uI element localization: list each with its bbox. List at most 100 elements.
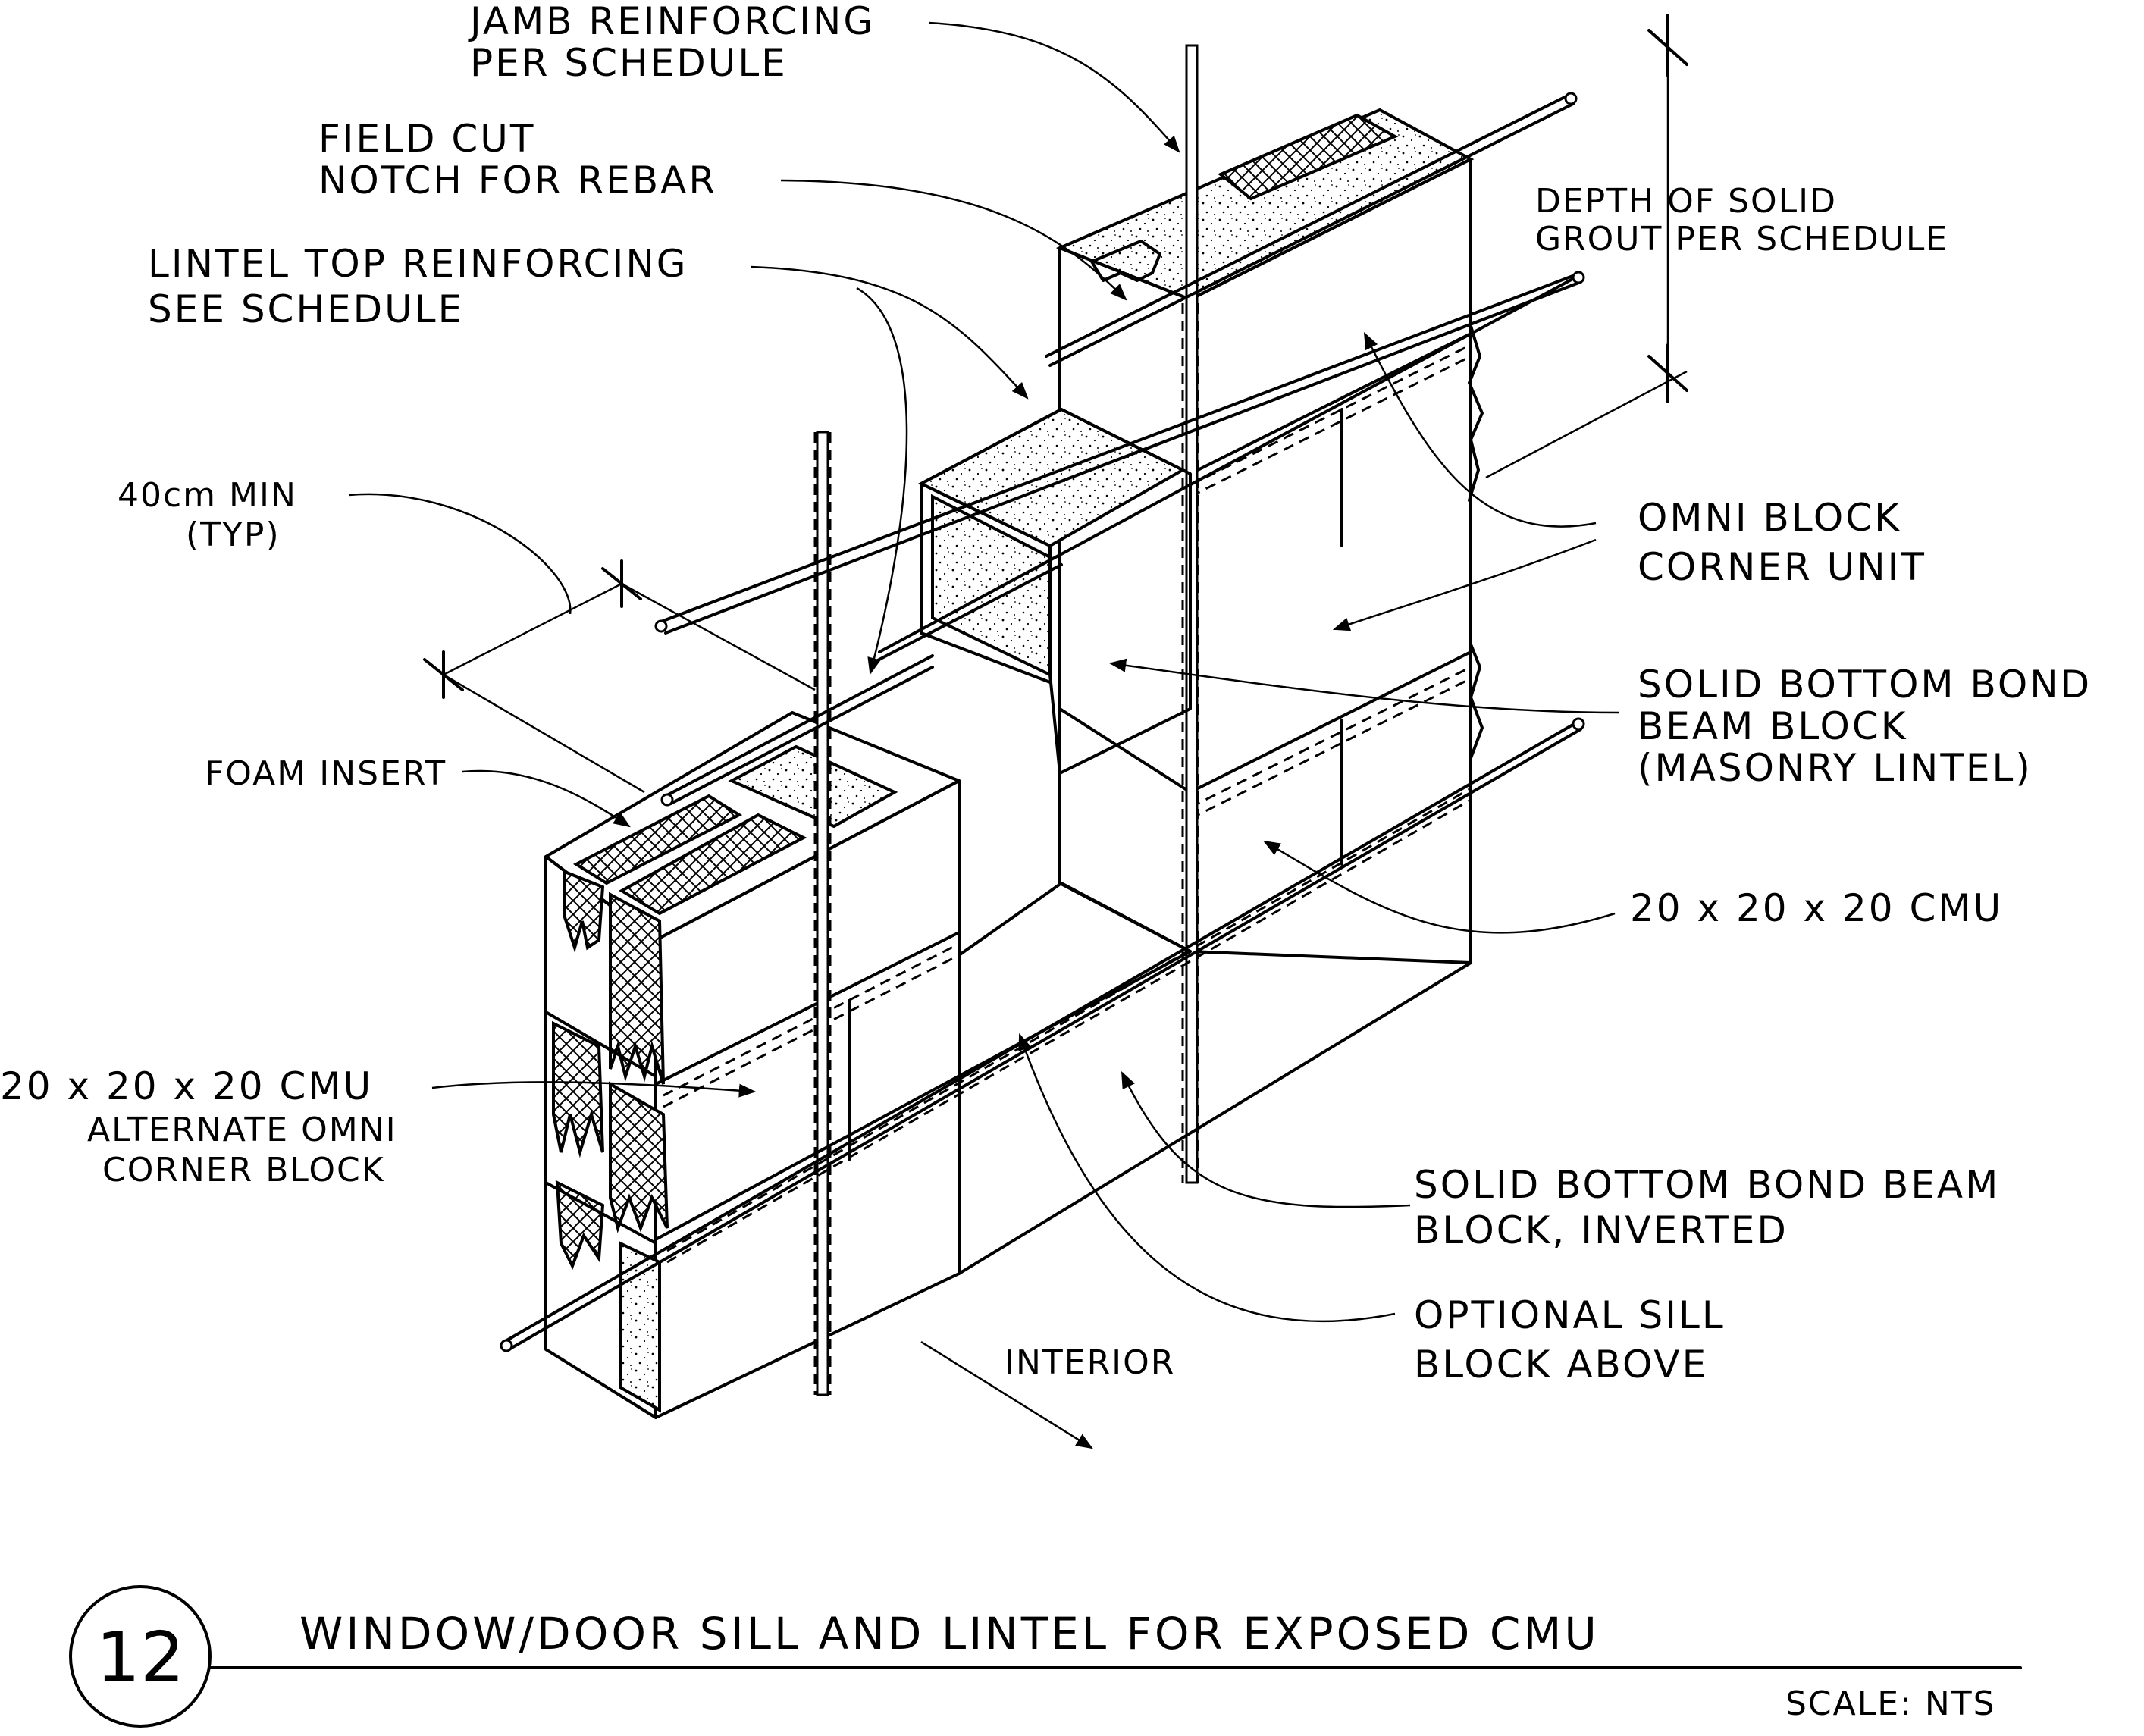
left-pier-grout-cell xyxy=(728,744,898,829)
label-cmu-alt-3: CORNER BLOCK xyxy=(102,1151,385,1189)
lintel-bar-through xyxy=(870,563,1063,665)
dim-tick xyxy=(1647,14,1688,77)
left-pier-foam-side-3 xyxy=(552,1020,604,1158)
break-line-right xyxy=(1468,324,1484,760)
label-cmu-alt-2: ALTERNATE OMNI xyxy=(87,1111,397,1149)
leader-40cm xyxy=(348,493,572,615)
right-wall-assembly xyxy=(1055,44,1484,1184)
course-line-side xyxy=(544,1181,657,1245)
rebar-end xyxy=(1572,271,1585,284)
sill-edge xyxy=(958,882,1192,957)
detail-number: 12 xyxy=(96,1617,184,1698)
sill-and-lower-wall xyxy=(654,779,1472,1275)
label-cmu-main: 20 x 20 x 20 CMU xyxy=(1630,886,2003,930)
dim-tick xyxy=(1647,343,1688,403)
lintel-top-rebar-2 xyxy=(664,280,1582,635)
course-line-side xyxy=(544,1011,657,1078)
leader-lintel-top-2 xyxy=(856,287,908,675)
label-lintel-2: SEE SCHEDULE xyxy=(148,287,464,331)
lintel-bottom-rebar xyxy=(664,654,934,797)
dim-tick xyxy=(423,650,464,699)
interior-arrow xyxy=(920,1340,1093,1449)
label-jamb-2: PER SCHEDULE xyxy=(470,41,788,85)
foam-insert-top xyxy=(1218,113,1399,201)
rebar-end xyxy=(660,793,674,807)
label-grout-2: GROUT PER SCHEDULE xyxy=(1535,220,1948,259)
label-bond-3: (MASONRY LINTEL) xyxy=(1638,746,2033,790)
leader-bond-beam xyxy=(1108,658,1619,714)
label-lintel-1: LINTEL TOP REINFORCING xyxy=(148,242,688,286)
rebar-end xyxy=(1572,717,1585,731)
rebar-end xyxy=(500,1339,513,1352)
left-jamb-rebar xyxy=(816,431,829,1396)
leader-omni-2 xyxy=(1332,538,1597,631)
hidden-rebar xyxy=(1190,677,1472,820)
dim-line xyxy=(443,582,622,676)
label-bond-2: BEAM BLOCK xyxy=(1638,704,1908,748)
hidden-sill-rebar xyxy=(666,787,1472,1252)
left-pier-grout-side xyxy=(619,1240,661,1413)
label-grout-1: DEPTH OF SOLID xyxy=(1535,182,1837,221)
course-line xyxy=(654,931,961,1086)
leader-cmu-alt xyxy=(431,1081,757,1098)
extension-line xyxy=(443,673,645,794)
label-bond-1: SOLID BOTTOM BOND xyxy=(1638,663,2092,707)
hidden-sill-rebar xyxy=(666,798,1472,1264)
sill-rebar-2 xyxy=(505,728,1582,1352)
course-line xyxy=(1189,650,1472,794)
label-min-1: 40cm MIN xyxy=(118,476,297,515)
rebar-end xyxy=(654,619,668,633)
lintel-top-rebar xyxy=(660,271,1582,623)
sill-course xyxy=(654,950,1192,1241)
left-pier-foam-side-5 xyxy=(555,1180,605,1270)
left-pier-foam-side-1 xyxy=(563,870,605,953)
left-pier-foam-top-2 xyxy=(619,813,807,916)
dimension-grout-depth xyxy=(1485,14,1688,479)
hidden-rebar xyxy=(663,942,960,1097)
right-wall-side-face xyxy=(1058,246,1192,953)
hidden-rebar xyxy=(663,954,960,1108)
label-foam: FOAM INSERT xyxy=(205,754,447,793)
top-rebar xyxy=(1045,93,1571,358)
leader-lintel-top xyxy=(750,265,1029,400)
dimension-40cm xyxy=(423,559,816,794)
detail-title: WINDOW/DOOR SILL AND LINTEL FOR EXPOSED … xyxy=(299,1608,1600,1659)
title-block: 12 WINDOW/DOOR SILL AND LINTEL FOR EXPOS… xyxy=(69,1585,2022,1728)
bond-beam-outline xyxy=(920,408,1192,775)
rebar-end xyxy=(1564,92,1578,105)
label-min-2: (TYP) xyxy=(186,515,281,554)
leader-jamb xyxy=(928,21,1180,153)
label-sill-2: BLOCK ABOVE xyxy=(1414,1343,1708,1387)
label-interior: INTERIOR xyxy=(1005,1343,1175,1382)
course-line xyxy=(1189,332,1472,475)
extension-line xyxy=(621,582,816,691)
left-pier-foam-side-2 xyxy=(609,892,665,1085)
detail-number-circle xyxy=(69,1585,212,1728)
label-cmu-alt-1: 20 x 20 x 20 CMU xyxy=(0,1064,373,1108)
bottom-edge-back xyxy=(958,961,1472,1275)
label-notch-2: NOTCH FOR REBAR xyxy=(318,158,717,202)
horizontal-rebars xyxy=(500,92,1585,1352)
left-pier-assembly xyxy=(544,431,961,1419)
label-notch-1: FIELD CUT xyxy=(318,117,535,161)
bond-beam-block xyxy=(917,407,1192,885)
label-omni-2: CORNER UNIT xyxy=(1638,545,1926,589)
label-sill-1: OPTIONAL SILL xyxy=(1414,1293,1726,1337)
upper-bar xyxy=(878,275,1578,653)
leader-sill xyxy=(1018,1033,1396,1323)
hidden-rebar xyxy=(1190,666,1472,809)
label-omni-1: OMNI BLOCK xyxy=(1638,496,1901,540)
left-pier-foam-top xyxy=(572,794,743,885)
sill-rebar xyxy=(503,719,1582,1343)
extension-line xyxy=(1485,370,1688,479)
leader-foam xyxy=(462,769,631,828)
label-jamb-1: JAMB REINFORCING xyxy=(468,0,875,43)
leaders xyxy=(348,21,1619,1449)
leader-notch xyxy=(780,179,1127,301)
leader-cmu xyxy=(1263,840,1616,934)
lintel-bottom-rebar-2 xyxy=(669,666,934,805)
label-inverted-1: SOLID BOTTOM BOND BEAM xyxy=(1414,1163,2000,1207)
course-line-side xyxy=(1058,707,1192,794)
top-rebar-2 xyxy=(1048,102,1575,367)
